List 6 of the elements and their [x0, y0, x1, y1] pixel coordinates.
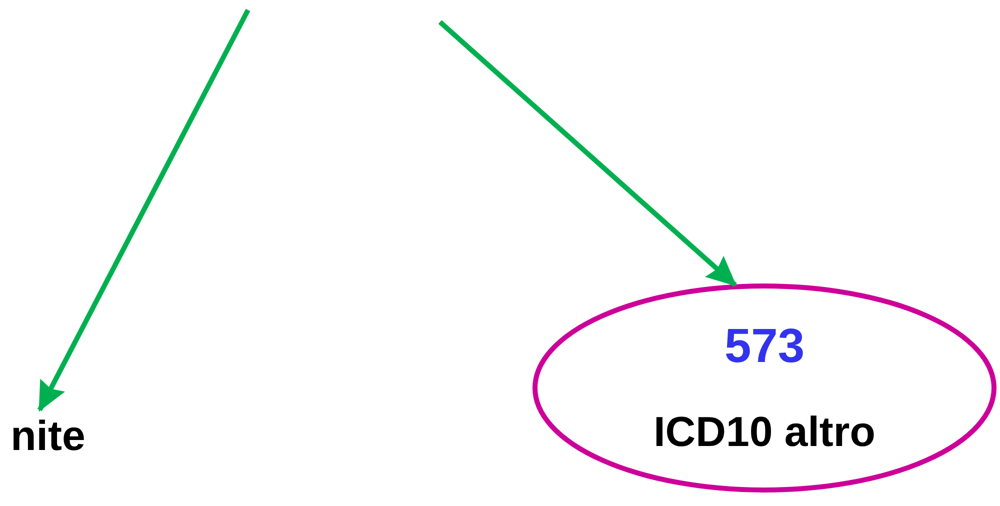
ellipse-node [532, 283, 997, 493]
arrow [37, 8, 250, 412]
node-label: nite [10, 412, 86, 460]
node-label: ICD10 altro [654, 409, 876, 456]
arrow [438, 20, 737, 287]
count-number: 573 [724, 320, 805, 374]
